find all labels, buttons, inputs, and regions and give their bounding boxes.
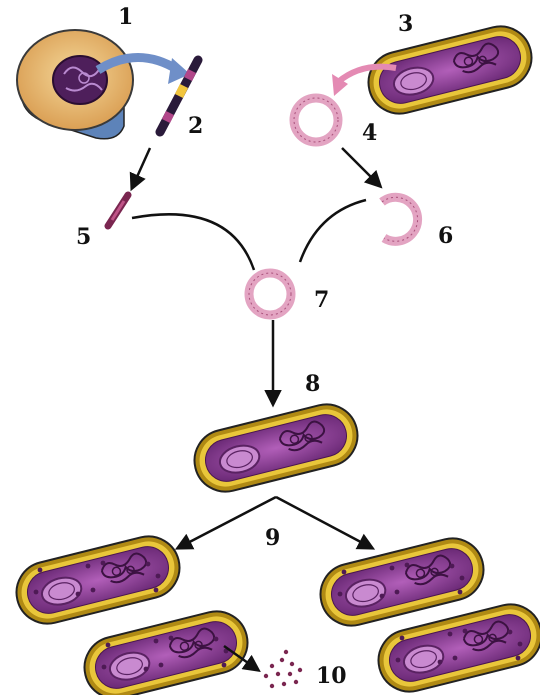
cut-plasmid [382, 197, 418, 241]
secreted-protein-dots [264, 650, 302, 688]
label-10: 10 [316, 665, 347, 687]
arrow-9-left [178, 497, 276, 548]
label-7: 7 [314, 289, 329, 311]
arrow-9-right [276, 497, 372, 548]
join-line-left [132, 214, 254, 270]
label-6: 6 [438, 225, 453, 247]
label-9: 9 [265, 527, 280, 549]
join-line-right [300, 200, 366, 262]
label-4: 4 [362, 122, 377, 144]
recombinant-bacterium [188, 398, 364, 498]
arrow-4-to-6 [342, 148, 380, 186]
label-8: 8 [305, 373, 320, 395]
arrow-2-to-5 [132, 148, 150, 188]
donor-bacterium [362, 20, 538, 120]
label-3: 3 [398, 13, 413, 35]
label-2: 2 [188, 115, 203, 137]
eukaryotic-cell [17, 30, 133, 139]
transfer-arrow-blue [98, 58, 178, 71]
bacterium-clone-left-top [10, 530, 186, 630]
label-5: 5 [76, 226, 91, 248]
label-1: 1 [118, 6, 133, 28]
